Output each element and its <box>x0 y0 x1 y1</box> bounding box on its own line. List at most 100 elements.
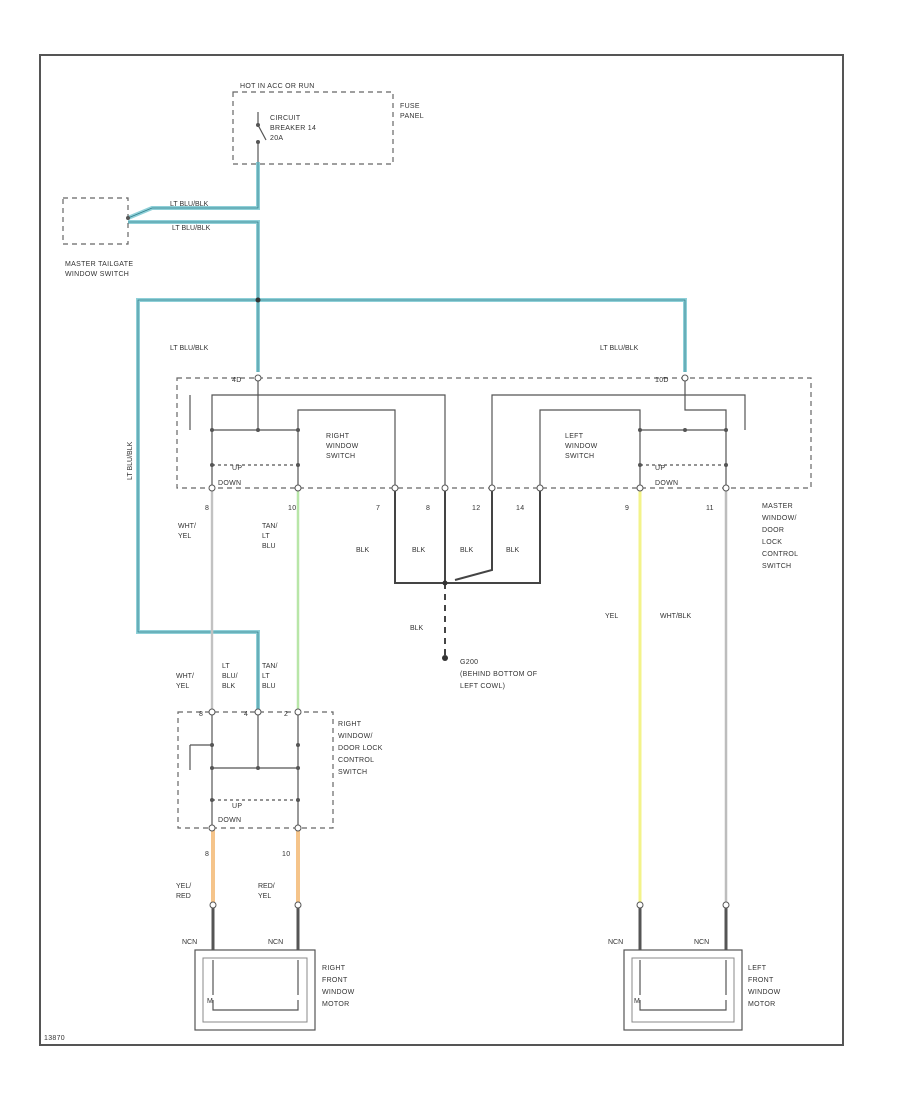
svg-text:BLK: BLK <box>506 547 520 554</box>
svg-text:(BEHIND BOTTOM OF: (BEHIND BOTTOM OF <box>460 671 537 678</box>
svg-text:MOTOR: MOTOR <box>748 1001 775 1008</box>
svg-text:UP: UP <box>232 803 242 810</box>
svg-text:LT: LT <box>262 533 270 540</box>
svg-text:20A: 20A <box>270 135 283 142</box>
fuse-hot-label: HOT IN ACC OR RUN <box>240 83 315 90</box>
svg-text:LEFT COWL): LEFT COWL) <box>460 683 505 690</box>
svg-text:BLK: BLK <box>410 625 424 632</box>
svg-text:WINDOW/: WINDOW/ <box>338 733 373 740</box>
svg-text:BREAKER 14: BREAKER 14 <box>270 125 316 132</box>
svg-text:RIGHT: RIGHT <box>326 433 350 440</box>
master-window-door-lock-control-switch: 4D 10D 8 10 7 8 12 14 9 11 RIGHT WINDOW … <box>176 374 812 570</box>
figure-number: 13870 <box>44 1035 65 1042</box>
wire-blk <box>394 488 541 584</box>
svg-text:4D: 4D <box>232 377 242 384</box>
svg-text:11: 11 <box>706 505 714 512</box>
svg-text:LT: LT <box>222 663 230 670</box>
svg-text:TAN/: TAN/ <box>262 523 277 530</box>
svg-text:FRONT: FRONT <box>322 977 348 984</box>
svg-text:8: 8 <box>205 505 209 512</box>
svg-text:CONTROL: CONTROL <box>338 757 374 764</box>
svg-text:PANEL: PANEL <box>400 113 424 120</box>
svg-text:4: 4 <box>244 711 248 718</box>
ground-g200-label: G200 (BEHIND BOTTOM OF LEFT COWL) <box>460 659 537 690</box>
svg-text:8: 8 <box>205 851 209 858</box>
svg-text:12: 12 <box>472 505 480 512</box>
svg-text:9: 9 <box>625 505 629 512</box>
motor-symbol-icon: M <box>207 998 213 1005</box>
svg-text:WINDOW: WINDOW <box>565 443 598 450</box>
svg-text:RIGHT: RIGHT <box>338 721 362 728</box>
svg-text:LT: LT <box>262 673 270 680</box>
svg-text:10: 10 <box>288 505 296 512</box>
wire-label-lt-blu-blk-b: LT BLU/BLK <box>172 225 211 232</box>
svg-text:BLK: BLK <box>412 547 426 554</box>
svg-text:LEFT: LEFT <box>565 433 584 440</box>
svg-text:BLU: BLU <box>262 543 276 550</box>
svg-text:MOTOR: MOTOR <box>322 1001 349 1008</box>
svg-text:FUSE: FUSE <box>400 103 420 110</box>
svg-text:8: 8 <box>426 505 430 512</box>
svg-text:MASTER: MASTER <box>762 503 793 510</box>
svg-text:WINDOW: WINDOW <box>322 989 355 996</box>
svg-text:DOWN: DOWN <box>218 480 241 487</box>
svg-text:DOWN: DOWN <box>218 817 241 824</box>
svg-text:NCN: NCN <box>694 939 709 946</box>
svg-text:SWITCH: SWITCH <box>565 453 594 460</box>
svg-text:WHT/: WHT/ <box>176 673 194 680</box>
right-window-door-lock-control-switch: 8 4 2 8 10 UP DOWN RIGHT WINDOW/ DOOR LO… <box>177 708 383 858</box>
ground-point <box>442 655 448 661</box>
svg-text:BLK: BLK <box>356 547 370 554</box>
left-front-window-motor: M LEFT FRONT WINDOW MOTOR <box>623 949 781 1031</box>
svg-text:RIGHT: RIGHT <box>322 965 346 972</box>
svg-text:NCN: NCN <box>182 939 197 946</box>
svg-text:BLK: BLK <box>222 683 236 690</box>
diagram-frame <box>39 54 844 1046</box>
svg-text:RED/: RED/ <box>258 883 275 890</box>
svg-text:DOOR: DOOR <box>762 527 784 534</box>
svg-text:WINDOW SWITCH: WINDOW SWITCH <box>65 271 129 278</box>
svg-text:NCN: NCN <box>608 939 623 946</box>
svg-text:YEL: YEL <box>176 683 189 690</box>
svg-text:14: 14 <box>516 505 524 512</box>
svg-text:LEFT: LEFT <box>748 965 767 972</box>
right-front-window-motor: M RIGHT FRONT WINDOW MOTOR <box>194 949 355 1031</box>
svg-text:LOCK: LOCK <box>762 539 782 546</box>
svg-text:UP: UP <box>232 465 242 472</box>
svg-text:G200: G200 <box>460 659 478 666</box>
svg-text:SWITCH: SWITCH <box>326 453 355 460</box>
fuse-panel: HOT IN ACC OR RUN CIRCUIT BREAKER 14 20A… <box>232 83 424 165</box>
wire-label-lt-blu-blk-vertical: LT BLU/BLK <box>127 441 134 480</box>
svg-text:BLK: BLK <box>460 547 474 554</box>
svg-text:UP: UP <box>655 465 665 472</box>
svg-text:SWITCH: SWITCH <box>762 563 791 570</box>
svg-text:YEL/: YEL/ <box>176 883 191 890</box>
svg-text:2: 2 <box>284 711 288 718</box>
svg-text:DOOR LOCK: DOOR LOCK <box>338 745 383 752</box>
svg-text:WHT/: WHT/ <box>178 523 196 530</box>
svg-text:WHT/BLK: WHT/BLK <box>660 613 691 620</box>
svg-text:BLU/: BLU/ <box>222 673 238 680</box>
svg-text:SWITCH: SWITCH <box>338 769 367 776</box>
svg-text:YEL: YEL <box>258 893 271 900</box>
svg-text:MASTER TAILGATE: MASTER TAILGATE <box>65 261 133 268</box>
svg-text:WINDOW: WINDOW <box>326 443 359 450</box>
svg-text:BLU: BLU <box>262 683 276 690</box>
svg-text:FRONT: FRONT <box>748 977 774 984</box>
svg-text:YEL: YEL <box>605 613 618 620</box>
svg-text:DOWN: DOWN <box>655 480 678 487</box>
master-tailgate-window-switch: MASTER TAILGATE WINDOW SWITCH <box>62 197 133 278</box>
svg-text:NCN: NCN <box>268 939 283 946</box>
svg-text:10: 10 <box>282 851 290 858</box>
svg-text:CIRCUIT: CIRCUIT <box>270 115 301 122</box>
wire-label-lt-blu-blk-d: LT BLU/BLK <box>600 345 639 352</box>
svg-text:YEL: YEL <box>178 533 191 540</box>
svg-text:TAN/: TAN/ <box>262 663 277 670</box>
svg-text:WINDOW: WINDOW <box>748 989 781 996</box>
svg-text:8: 8 <box>199 711 203 718</box>
wire-label-lt-blu-blk-c: LT BLU/BLK <box>170 345 209 352</box>
svg-text:WINDOW/: WINDOW/ <box>762 515 797 522</box>
svg-text:7: 7 <box>376 505 380 512</box>
wire-label-lt-blu-blk-a: LT BLU/BLK <box>170 201 209 208</box>
